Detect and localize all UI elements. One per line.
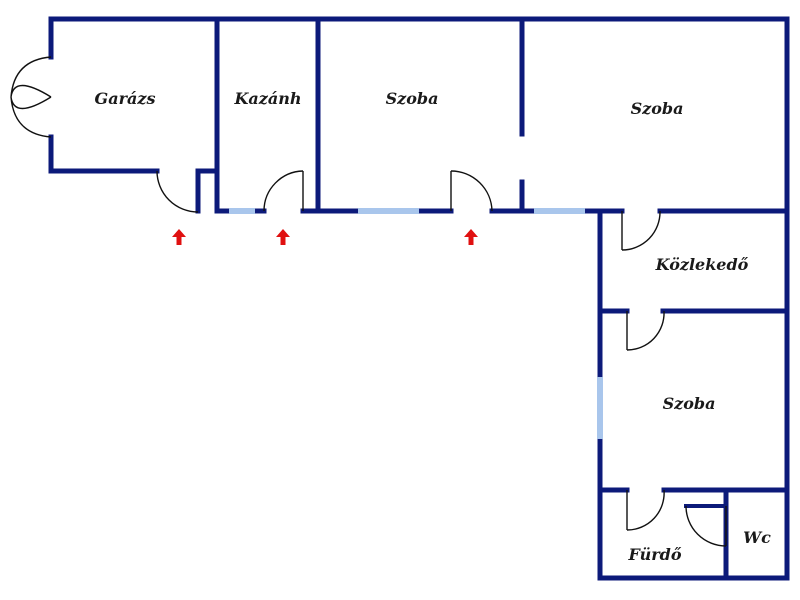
room-label-szoba-2: Szoba xyxy=(631,99,684,118)
door-garage-outer-top xyxy=(10,56,52,98)
room-label-kazanh: Kazánh xyxy=(234,89,302,108)
room-label-wc: Wc xyxy=(743,528,771,547)
room-label-kozlekedo: Közlekedő xyxy=(655,255,749,274)
door-szoba-1 xyxy=(450,170,493,212)
room-label-garazs: Garázs xyxy=(95,89,156,108)
door-szoba-3 xyxy=(626,310,665,351)
doors xyxy=(10,56,727,547)
arrow-up-icon xyxy=(172,229,186,245)
windows xyxy=(229,208,603,439)
door-furdo xyxy=(626,489,665,531)
door-wc xyxy=(685,505,727,547)
walls xyxy=(48,16,790,581)
room-label-szoba-3: Szoba xyxy=(663,394,716,413)
room-label-furdo: Fürdő xyxy=(628,545,682,564)
arrow-up-icon xyxy=(276,229,290,245)
arrow-up-icon xyxy=(464,229,478,245)
door-garage-outer-bottom xyxy=(10,96,52,138)
entrance-arrows xyxy=(172,229,478,245)
door-kozlekedo xyxy=(621,210,661,251)
room-label-szoba-1: Szoba xyxy=(386,89,439,108)
door-kazanh xyxy=(263,170,304,212)
room-labels: Garázs Kazánh Szoba Szoba Közlekedő Szob… xyxy=(95,89,772,564)
door-garage-inner xyxy=(156,170,199,213)
